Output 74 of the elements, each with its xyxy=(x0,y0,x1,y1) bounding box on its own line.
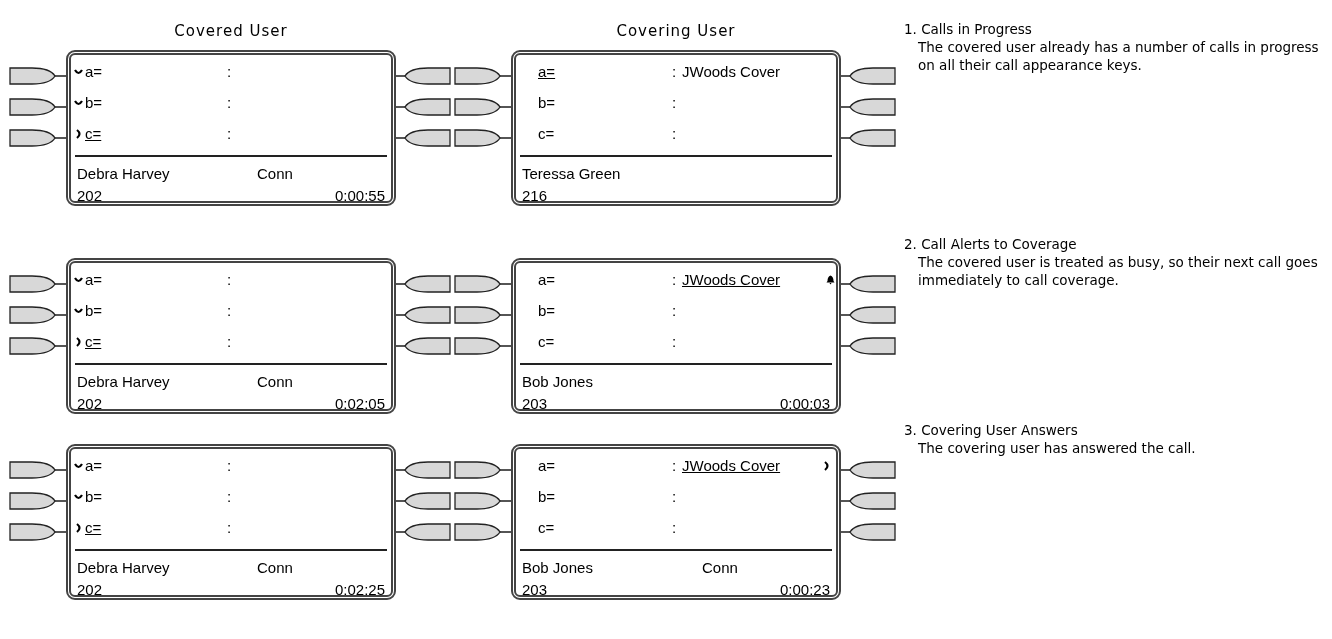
column-heading: Covered User xyxy=(173,22,289,40)
coverage-button-label: JWoods Cover xyxy=(682,457,781,475)
extension-number: 202 xyxy=(77,395,103,413)
coverage-button-label: JWoods Cover xyxy=(682,63,781,81)
line-key-label: a= xyxy=(85,457,103,475)
separator-colon: : xyxy=(672,63,677,81)
line-key-label: c= xyxy=(538,333,555,351)
call-timer: 0:00:03 xyxy=(779,395,830,413)
call-timer: 0:00:55 xyxy=(334,187,385,205)
line-key-label: c= xyxy=(538,125,555,143)
call-status: Conn xyxy=(702,559,738,577)
separator-colon: : xyxy=(672,519,677,537)
phone-display xyxy=(511,444,841,600)
line-key-label: a= xyxy=(538,63,556,81)
separator-colon: : xyxy=(672,302,677,320)
phone-display xyxy=(511,258,841,414)
line-key-label: c= xyxy=(85,125,102,143)
separator-colon: : xyxy=(227,333,232,351)
line-key-label: c= xyxy=(538,519,555,537)
separator-colon: : xyxy=(672,457,677,475)
separator-colon: : xyxy=(227,94,232,112)
caller-name: Debra Harvey xyxy=(77,373,170,391)
caller-name: Teressa Green xyxy=(522,165,621,183)
caller-name: Bob Jones xyxy=(522,559,593,577)
line-key-label: a= xyxy=(85,63,103,81)
call-status: Conn xyxy=(257,165,293,183)
step-heading: 3. Covering User Answers xyxy=(904,421,1079,439)
call-timer: 0:02:05 xyxy=(334,395,385,413)
step-heading: 2. Call Alerts to Coverage xyxy=(904,235,1078,253)
caller-name: Bob Jones xyxy=(522,373,593,391)
extension-number: 203 xyxy=(522,581,548,599)
separator-colon: : xyxy=(672,94,677,112)
line-key-label: b= xyxy=(85,302,103,320)
step-description: The covered user already has a number of calls in progress on all their call appearance keys. xyxy=(918,38,1320,74)
extension-number: 203 xyxy=(522,395,548,413)
line-key-label: c= xyxy=(85,519,102,537)
line-key-label: a= xyxy=(85,271,103,289)
line-key-label: b= xyxy=(538,94,556,112)
separator-colon: : xyxy=(672,488,677,506)
call-timer: 0:00:23 xyxy=(779,581,830,599)
call-timer: 0:02:25 xyxy=(334,581,385,599)
line-key-label: b= xyxy=(538,488,556,506)
phone-display xyxy=(66,50,396,206)
separator-colon: : xyxy=(227,125,232,143)
separator-colon: : xyxy=(672,125,677,143)
separator-colon: : xyxy=(227,63,232,81)
separator-colon: : xyxy=(227,457,232,475)
line-key-label: b= xyxy=(85,488,103,506)
extension-number: 216 xyxy=(522,187,548,205)
separator-colon: : xyxy=(227,302,232,320)
line-key-label: a= xyxy=(538,457,556,475)
coverage-button-label: JWoods Cover xyxy=(682,271,781,289)
caller-name: Debra Harvey xyxy=(77,165,170,183)
separator-colon: : xyxy=(227,488,232,506)
separator-colon: : xyxy=(672,333,677,351)
extension-number: 202 xyxy=(77,581,103,599)
phone-display xyxy=(66,258,396,414)
line-key-label: b= xyxy=(85,94,103,112)
phone-display xyxy=(66,444,396,600)
step-description: The covering user has answered the call. xyxy=(918,439,1197,457)
column-heading: Covering User xyxy=(615,22,737,40)
call-status: Conn xyxy=(257,373,293,391)
line-key-label: c= xyxy=(85,333,102,351)
separator-colon: : xyxy=(227,271,232,289)
phone-display xyxy=(511,50,841,206)
step-heading: 1. Calls in Progress xyxy=(904,20,1033,38)
separator-colon: : xyxy=(672,271,677,289)
step-description: The covered user is treated as busy, so their next call goes immediately to call coverage. xyxy=(918,253,1319,289)
call-status: Conn xyxy=(257,559,293,577)
extension-number: 202 xyxy=(77,187,103,205)
line-key-label: b= xyxy=(538,302,556,320)
separator-colon: : xyxy=(227,519,232,537)
caller-name: Debra Harvey xyxy=(77,559,170,577)
line-key-label: a= xyxy=(538,271,556,289)
